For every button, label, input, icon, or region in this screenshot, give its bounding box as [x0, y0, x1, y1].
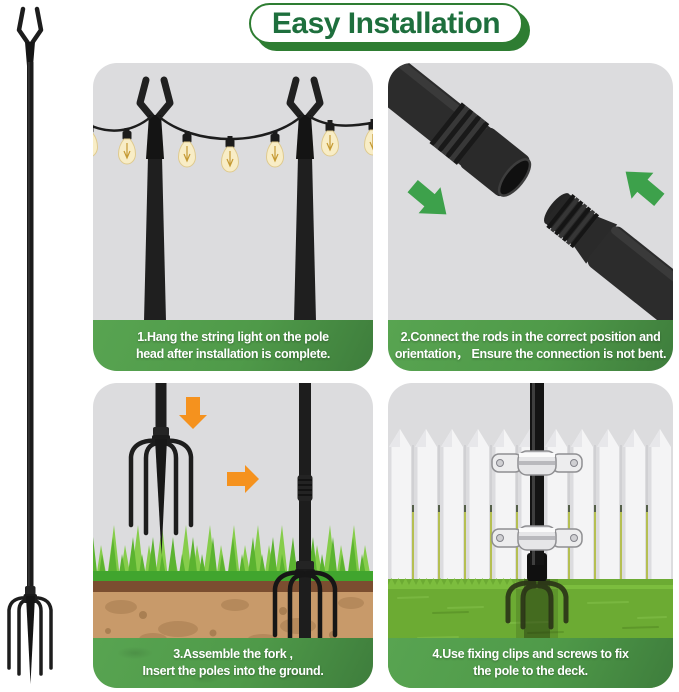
fork-in-lawn [505, 580, 569, 630]
rod-lower-threaded [544, 193, 673, 371]
rod-socket-opening [497, 158, 532, 197]
step2-panel: 2.Connect the rods in the correct positi… [388, 63, 673, 371]
pole-shaft [27, 62, 34, 590]
caption-line: 4.Use fixing clips and screws to fix [432, 647, 629, 661]
green-arrow-down-right-icon [407, 180, 447, 215]
string-light-pole-left [136, 76, 174, 321]
pole-sheen [28, 62, 30, 590]
caption-line: head after installation is complete. [135, 346, 331, 361]
step3-caption: 3.Assemble the fork , Insert the poles i… [93, 638, 373, 688]
pole-hook-head-icon [16, 6, 44, 49]
caption-line: 3.Assemble the fork , [173, 647, 293, 661]
orange-arrow-down-icon [179, 397, 207, 429]
product-pole-illustration [7, 6, 53, 684]
pole-with-fork-in-ground [272, 383, 338, 644]
step1-illustration [93, 76, 373, 321]
soil-layers [93, 581, 373, 646]
rod-upper-socket [388, 63, 532, 197]
orange-arrow-right-icon [227, 465, 259, 493]
pole-collar [25, 586, 36, 596]
fork-center-spike [26, 596, 35, 684]
step2-illustration [388, 63, 673, 371]
step2-caption: 2.Connect the rods in the correct positi… [388, 320, 673, 371]
caption-line: the pole to the deck. [473, 664, 588, 678]
step1-panel: 1.Hang the string light on the pole head… [93, 63, 373, 371]
step4-panel: 4.Use fixing clips and screws to fix the… [388, 383, 673, 688]
caption-line: orientation， Ensure the connection is no… [394, 346, 667, 361]
green-arrow-up-left-icon [625, 171, 665, 206]
rod-threads [546, 194, 600, 249]
title-banner: Easy Installation [249, 3, 523, 44]
caption-line: 2.Connect the rods in the correct positi… [400, 329, 661, 344]
step3-panel: 3.Assemble the fork , Insert the poles i… [93, 383, 373, 688]
deck-pole [527, 383, 547, 581]
step4-caption: 4.Use fixing clips and screws to fix the… [388, 638, 673, 688]
string-light-pole-right [286, 76, 324, 321]
fixing-clip-upper [491, 450, 583, 476]
fence-gap-stems [412, 445, 648, 581]
page-title: Easy Installation [271, 6, 501, 40]
caption-line: Insert the poles into the ground. [142, 664, 324, 678]
fork-prongs [7, 596, 53, 676]
rod-ribs [429, 102, 490, 165]
caption-line: 1.Hang the string light on the pole [137, 329, 329, 344]
step3-illustration [93, 383, 373, 646]
grass-blades [93, 525, 373, 583]
step1-caption: 1.Hang the string light on the pole head… [93, 320, 373, 371]
fixing-clip-lower [491, 525, 583, 551]
pole-with-fork-above-ground [128, 383, 194, 555]
